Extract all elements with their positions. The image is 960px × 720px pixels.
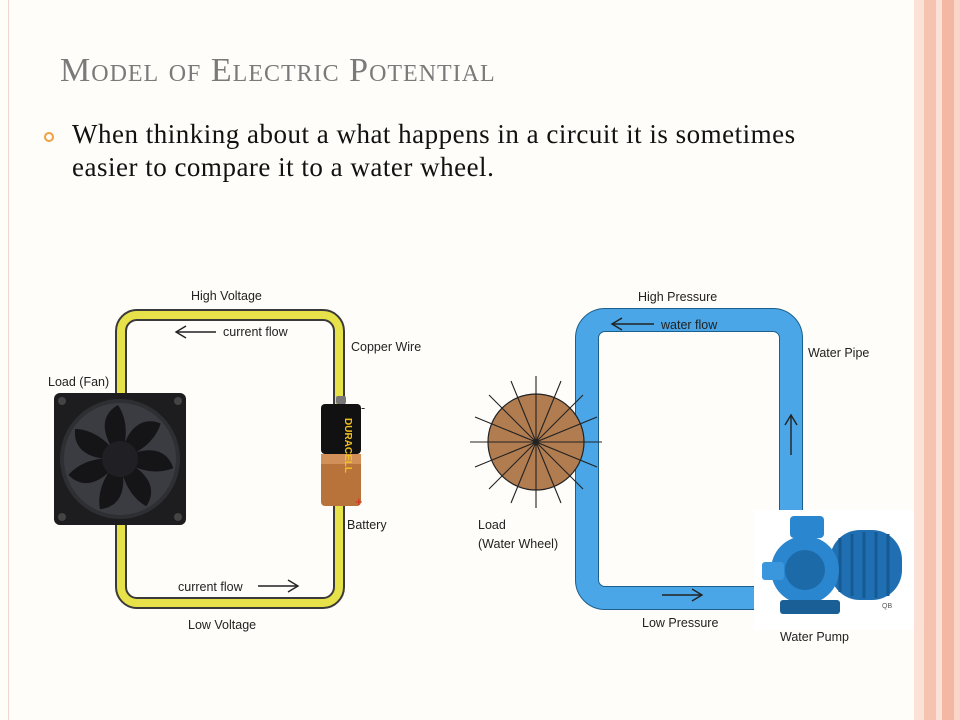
copper-wire-label: Copper Wire bbox=[351, 340, 421, 354]
battery-brand-text: DURACELL bbox=[342, 418, 353, 473]
low-voltage-label: Low Voltage bbox=[188, 618, 256, 632]
pump-model-mark: QB bbox=[882, 603, 892, 610]
electric-circuit: High Voltage current flow Copper Wire Lo… bbox=[48, 289, 421, 632]
battery-plus-sign: + bbox=[355, 494, 363, 509]
water-pump-label: Water Pump bbox=[780, 630, 849, 644]
water-flow-top-label: water flow bbox=[660, 318, 718, 332]
decorative-stripes bbox=[914, 0, 960, 720]
load-fan-label: Load (Fan) bbox=[48, 375, 109, 389]
fan-icon bbox=[54, 393, 186, 525]
high-voltage-label: High Voltage bbox=[191, 289, 262, 303]
high-pressure-label: High Pressure bbox=[638, 290, 717, 304]
slide-title: Model of Electric Potential bbox=[60, 52, 496, 89]
battery-minus-sign: - bbox=[361, 401, 365, 415]
bullet-text: When thinking about a what happens in a … bbox=[72, 119, 796, 182]
water-wheel-label-line2: (Water Wheel) bbox=[478, 537, 558, 551]
water-flow-up-arrow-icon bbox=[784, 413, 798, 455]
battery-icon bbox=[321, 396, 361, 506]
circuit-analogy-diagram: High Voltage current flow Copper Wire Lo… bbox=[48, 289, 914, 644]
slide-left-rule bbox=[8, 0, 9, 720]
battery-label: Battery bbox=[347, 518, 387, 532]
water-wheel-label-line1: Load bbox=[478, 518, 506, 532]
water-pipe-label: Water Pipe bbox=[808, 346, 869, 360]
water-wheel-icon bbox=[470, 376, 602, 508]
water-pipe bbox=[576, 309, 802, 609]
water-flow-bottom-arrow-icon bbox=[662, 588, 704, 602]
current-flow-top-arrow-icon bbox=[174, 325, 216, 339]
water-flow-top-arrow-icon bbox=[610, 317, 654, 331]
current-flow-bottom-label: current flow bbox=[178, 580, 244, 594]
water-circuit: High Pressure water flow Water Pipe bbox=[470, 290, 914, 644]
water-pump-icon: QB bbox=[754, 510, 914, 630]
bullet-circle-icon bbox=[44, 132, 54, 142]
current-flow-bottom-arrow-icon bbox=[258, 579, 300, 593]
current-flow-top-label: current flow bbox=[223, 325, 289, 339]
low-pressure-label: Low Pressure bbox=[642, 616, 718, 630]
